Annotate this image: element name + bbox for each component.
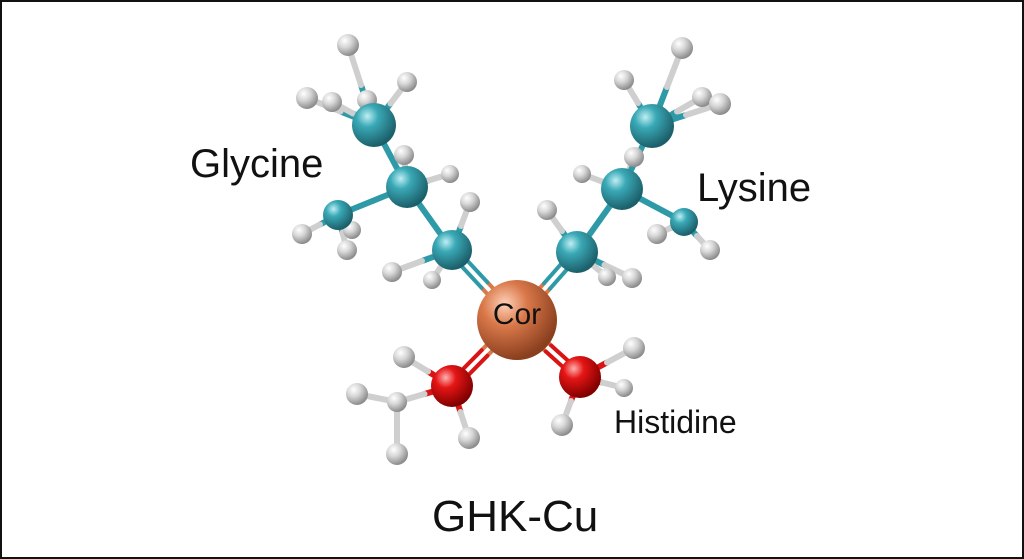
hydrogen-atom [614,70,634,90]
hydrogen-atom [573,165,591,183]
hydrogen-atom [615,379,633,397]
hydrogen-atom [537,200,557,220]
glycine-label: Glycine [190,142,324,186]
copper-atom-label: Cor [492,298,542,331]
hydrogen-atom [292,224,312,244]
carbon-atom [670,208,698,236]
hydrogen-atom [423,271,441,289]
copper-atom [477,280,557,360]
oxygen-atom [431,365,473,407]
hydrogen-atom [598,268,616,286]
lysine-label: Lysine [697,166,812,210]
molecule-title: GHK-Cu [432,492,599,541]
hydrogen-atom [387,392,407,412]
oxygen-atom [559,356,601,398]
hydrogen-atom [623,337,645,359]
hydrogen-atom [397,72,417,92]
hydrogen-atom [346,383,368,405]
carbon-atom [630,104,674,148]
hydrogen-atom [460,192,480,212]
hydrogen-atom [394,145,414,165]
carbon-atom [352,103,396,147]
hydrogen-atom [647,224,667,244]
hydrogen-atom [671,37,693,59]
hydrogen-atom [337,240,357,260]
hydrogen-atom [337,34,359,56]
hydrogen-atom [441,165,459,183]
hydrogen-atom [393,346,415,368]
hydrogen-atom [624,147,644,167]
hydrogen-atom [551,414,573,436]
hydrogen-atom [622,268,642,288]
hydrogen-atom [296,87,318,109]
hydrogen-atom [700,240,720,260]
carbon-atom [432,230,472,270]
hydrogen-atom [692,87,712,107]
carbon-atom [556,231,598,273]
histidine-label: Histidine [614,404,737,440]
hydrogen-atom [386,443,408,465]
hydrogen-atom [322,92,342,112]
hydrogen-atom [458,427,480,449]
carbon-atom [386,166,428,208]
carbon-atom [601,168,643,210]
hydrogen-atom [382,262,402,282]
carbon-atom [323,200,353,230]
hydrogen-atom [709,93,731,115]
atoms-layer [292,34,731,465]
